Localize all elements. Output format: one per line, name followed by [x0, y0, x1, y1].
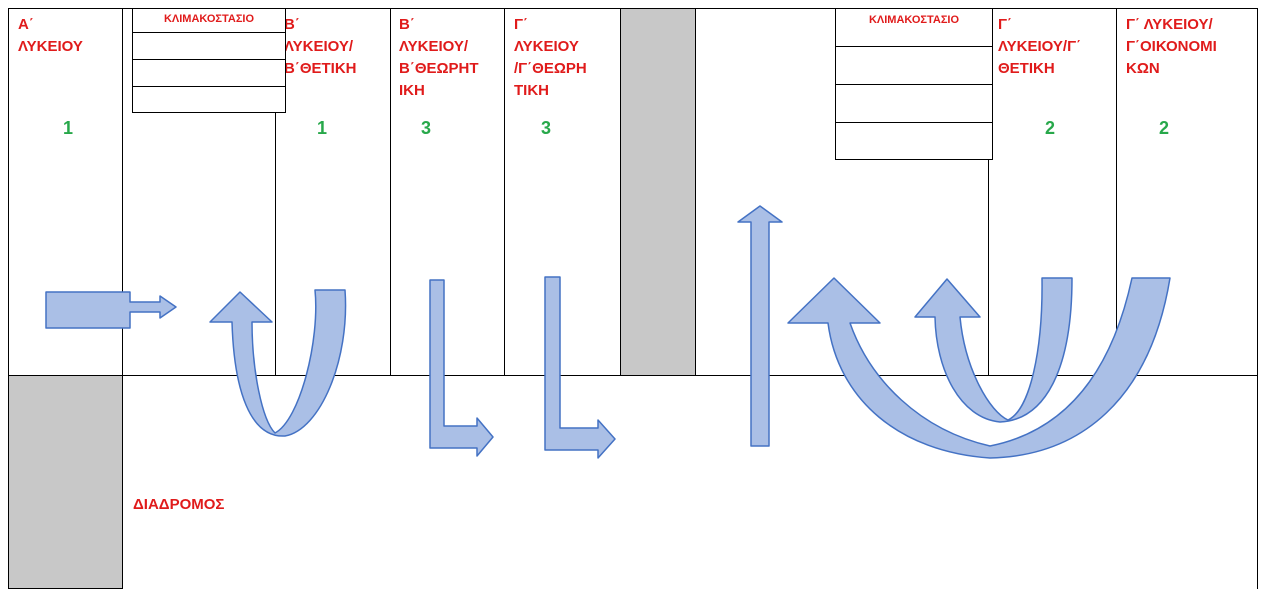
stair-step [133, 60, 285, 87]
divider [1116, 8, 1117, 376]
big-u-turn-arrow-icon [787, 277, 1171, 459]
room-label-b-theoritiki: Β΄ ΛΥΚΕΙΟΥ/ Β΄ΘΕΩΡΗΤ ΙΚΗ [399, 16, 479, 99]
stairwell-right-label: ΚΛΙΜΑΚΟΣΤΑΣΙΟ [836, 9, 992, 47]
room-label-c-theoritiki: Γ΄ ΛΥΚΕΙΟΥ /Γ΄ΘΕΩΡΗ ΤΙΚΗ [514, 16, 587, 99]
arrow-right-icon [45, 291, 177, 329]
room-label-b-thetiki: Β΄ ΛΥΚΕΙΟΥ/ Β΄ΘΕΤΙΚΗ [284, 16, 357, 77]
left-wall [8, 8, 9, 376]
l-arrow-icon [544, 276, 616, 459]
arrow-up-icon [737, 205, 783, 447]
gray-block-upper [620, 8, 696, 376]
stair-step [836, 85, 992, 123]
room-label-c-thetiki: Γ΄ ΛΥΚΕΙΟΥ/Γ΄ ΘΕΤΙΚΗ [998, 16, 1082, 77]
stairwell-right: ΚΛΙΜΑΚΟΣΤΑΣΙΟ [835, 8, 993, 160]
u-turn-arrow-icon-2 [914, 277, 1073, 423]
u-turn-arrow-icon [209, 289, 347, 437]
divider [504, 8, 505, 376]
stairwell-left-label: ΚΛΙΜΑΚΟΣΤΑΣΙΟ [133, 9, 285, 33]
room-count-c-thetiki: 2 [1045, 118, 1056, 138]
room-count-a: 1 [63, 118, 74, 138]
gray-block-lower [8, 375, 123, 589]
l-arrow-icon [429, 279, 494, 457]
room-count-b-theoritiki: 3 [421, 118, 432, 138]
divider [390, 8, 391, 376]
room-count-c-theoritiki: 3 [541, 118, 552, 138]
right-wall [1257, 8, 1258, 589]
stairwell-left: ΚΛΙΜΑΚΟΣΤΑΣΙΟ [132, 8, 286, 113]
divider [122, 8, 123, 376]
stair-step [133, 33, 285, 60]
room-count-c-oikonomikon: 2 [1159, 118, 1170, 138]
room-label-c-oikonomikon: Γ΄ ΛΥΚΕΙΟΥ/ Γ΄ΟΙΚΟΝΟΜΙ ΚΩΝ [1126, 16, 1217, 77]
corridor-label: ΔΙΑΔΡΟΜΟΣ [133, 496, 225, 513]
room-count-b-thetiki: 1 [317, 118, 328, 138]
divider [275, 8, 276, 376]
room-label-a: Α΄ ΛΥΚΕΙΟΥ [18, 16, 83, 55]
divider [988, 8, 989, 376]
stair-step [836, 47, 992, 85]
